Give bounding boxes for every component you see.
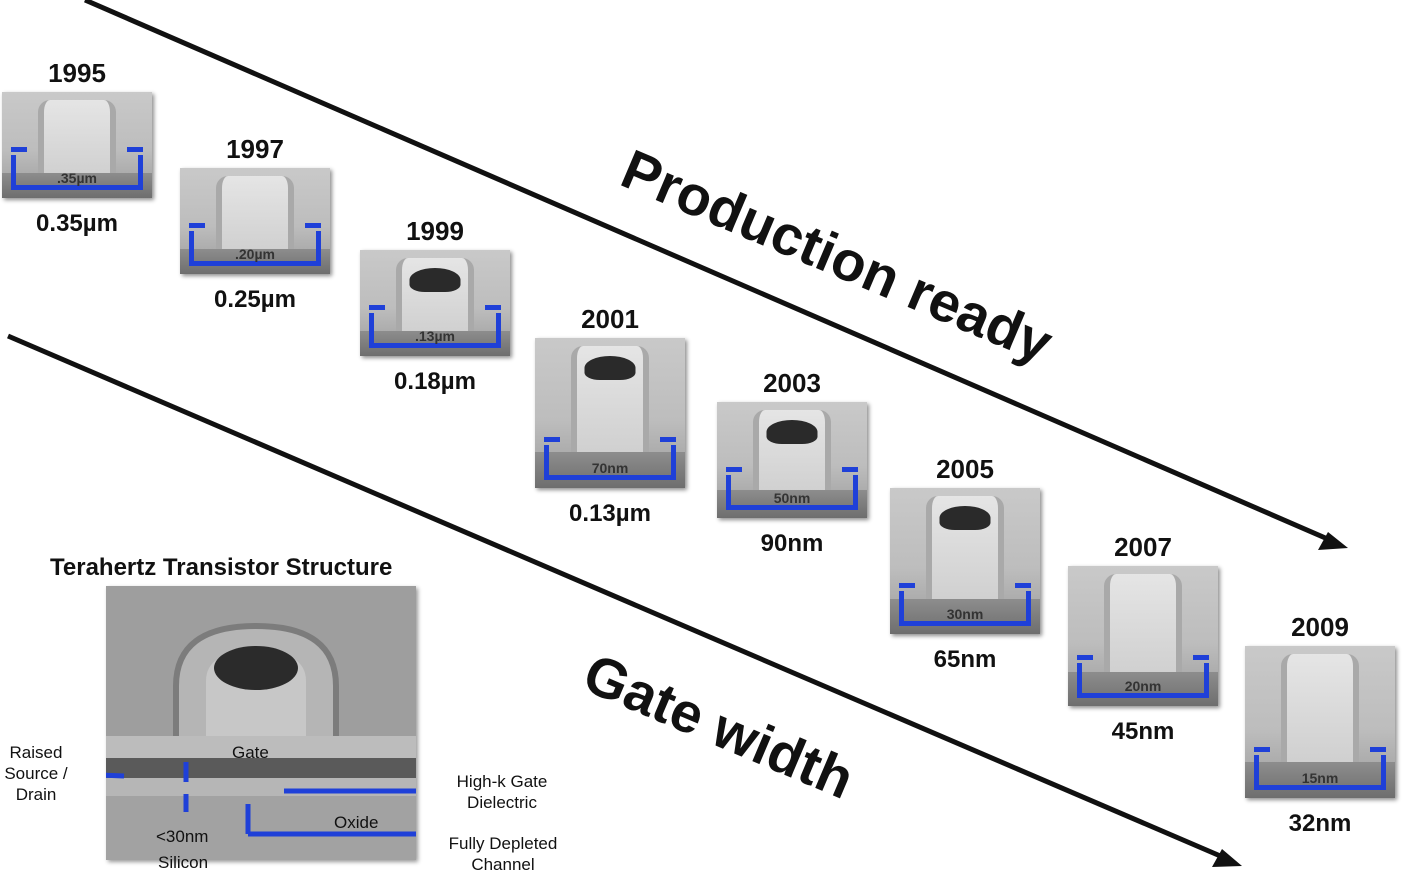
node-2009: 2009 15nm 32nm xyxy=(1240,612,1400,838)
node-1999: 1999 .13µm 0.18µm xyxy=(355,216,515,396)
year-label: 2003 xyxy=(763,368,821,398)
production-arrow-head xyxy=(1318,532,1348,550)
tem-measure: 20nm xyxy=(1124,678,1162,694)
node-size-label: 45nm xyxy=(1111,718,1175,745)
gate-arrow-head xyxy=(1212,849,1242,867)
year-label: 2007 xyxy=(1114,532,1172,562)
tem-measure: .35µm xyxy=(57,170,97,186)
structure-drawing xyxy=(106,586,416,860)
oxide-label: Oxide xyxy=(334,813,379,832)
fully-depleted-channel-label: Fully Depleted Channel xyxy=(448,834,558,874)
node-size-label: 65nm xyxy=(933,646,997,673)
node-size-label: 0.18µm xyxy=(394,368,476,395)
node-2005: 2005 30nm 65nm xyxy=(885,454,1045,674)
tem-measure: 70nm xyxy=(591,460,629,476)
node-size-label: 32nm xyxy=(1288,810,1352,837)
structure-title: Terahertz Transistor Structure xyxy=(50,554,393,581)
raised-source-drain-label: Raised Source / Drain xyxy=(4,743,68,804)
high-k-dielectric-label: High-k Gate Dielectric xyxy=(456,772,548,812)
tem-measure: 50nm xyxy=(773,490,811,506)
node-size-label: 0.25µm xyxy=(214,286,296,313)
tem-image: .20µm xyxy=(180,168,330,274)
tem-measure: 15nm xyxy=(1301,770,1339,786)
production-arrow-line xyxy=(84,0,1331,543)
tem-measure: .13µm xyxy=(415,328,455,344)
node-size-label: 0.35µm xyxy=(36,210,118,237)
year-label: 1999 xyxy=(406,216,464,246)
node-size-label: 90nm xyxy=(760,530,824,557)
year-label: 2001 xyxy=(581,304,639,334)
silicon-label: Silicon xyxy=(158,853,209,872)
year-label: 2009 xyxy=(1291,612,1349,642)
node-2007: 2007 20nm 45nm xyxy=(1063,532,1223,746)
node-1997: 1997 .20µm 0.25µm xyxy=(175,134,335,314)
tem-measure: .20µm xyxy=(235,246,275,262)
tem-image: .35µm xyxy=(2,92,152,198)
node-size-label: 0.13µm xyxy=(569,500,651,527)
size-label: <30nm xyxy=(156,827,209,846)
node-1995: 1995 .35µm 0.35µm xyxy=(0,58,157,238)
gate-label: Gate xyxy=(232,743,269,762)
tem-image: 20nm xyxy=(1068,566,1218,706)
tem-image: 30nm xyxy=(890,488,1040,634)
tem-image: .13µm xyxy=(360,250,510,356)
tem-image: 50nm xyxy=(717,402,867,518)
tem-image: 15nm xyxy=(1245,646,1395,798)
node-2001: 2001 70nm 0.13µm xyxy=(530,304,690,528)
year-label: 1995 xyxy=(48,58,106,88)
year-label: 2005 xyxy=(936,454,994,484)
tem-measure: 30nm xyxy=(946,606,984,622)
year-label: 1997 xyxy=(226,134,284,164)
node-2003: 2003 50nm 90nm xyxy=(712,368,872,558)
tem-image: 70nm xyxy=(535,338,685,488)
terahertz-structure-image: Gate Oxide <30nm xyxy=(106,586,416,860)
gate-arrow-line xyxy=(7,333,1226,861)
